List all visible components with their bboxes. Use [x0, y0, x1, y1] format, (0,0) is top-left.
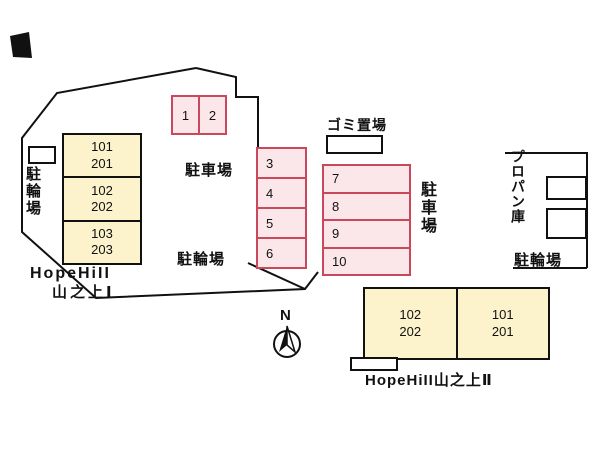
- propane-storage-box-lower: [546, 208, 587, 239]
- compass-needle-light: [286, 325, 297, 355]
- garbage-area-box: [326, 135, 383, 154]
- left-bicycle-parking-label: 駐輪場: [24, 166, 41, 217]
- parking-space: 4: [258, 177, 305, 207]
- parking-spaces-3-6: 3 4 5 6: [256, 147, 307, 269]
- parking-space: 5: [258, 207, 305, 237]
- right-bicycle-parking-label: 駐輪場: [514, 252, 563, 269]
- left-building-name-line2: 山之上Ⅰ: [52, 284, 115, 301]
- right-building-name: HopeHiII山之上Ⅱ: [365, 372, 493, 389]
- left-bicycle-shed-box: [28, 146, 56, 164]
- parking-lot-label-left: 駐車場: [185, 162, 234, 179]
- right-building-unit: 102 202: [399, 307, 422, 339]
- parking-space: 9: [324, 219, 409, 247]
- left-building-name-line1: HopeHiII: [30, 265, 111, 282]
- parking-spaces-7-10: 7 8 9 10: [322, 164, 411, 276]
- left-building: 101 201 102 202 103 203: [62, 133, 142, 265]
- parking-space: 1: [181, 107, 190, 123]
- right-building: 102 202 101 201: [363, 287, 550, 360]
- corner-marker-shape: [10, 32, 32, 58]
- left-building-unit: 101 201: [91, 139, 113, 171]
- left-building-unit: 102 202: [64, 176, 140, 219]
- propane-storage-box-upper: [546, 176, 587, 200]
- propane-storage-label: プロパン庫: [510, 149, 526, 224]
- parking-space: 2: [198, 97, 225, 133]
- parking-spaces-1-2: 1 2: [171, 95, 227, 135]
- parking-space: 3: [266, 155, 274, 171]
- compass-north-label: N: [280, 307, 292, 324]
- right-building-unit: 101 201: [455, 289, 549, 358]
- compass-needle-dark: [279, 326, 287, 352]
- parking-space: 7: [332, 171, 340, 187]
- right-building-porch-box: [350, 357, 398, 371]
- parking-space: 10: [324, 246, 409, 275]
- parking-lot-label-right: 駐車場: [418, 181, 435, 235]
- compass-circle: [273, 330, 301, 358]
- left-building-unit: 103 203: [64, 219, 140, 263]
- garbage-area-label: ゴミ置場: [327, 117, 387, 133]
- parking-space: 8: [324, 191, 409, 220]
- parking-space: 6: [258, 237, 305, 267]
- mid-bicycle-parking-label: 駐輪場: [177, 251, 226, 268]
